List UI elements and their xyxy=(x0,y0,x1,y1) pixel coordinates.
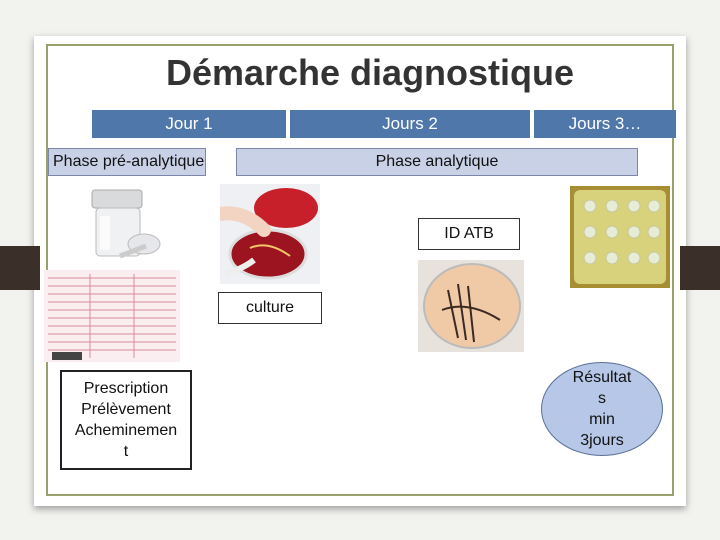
results-line-2: s xyxy=(597,390,606,407)
blood-agar-inoculation-photo xyxy=(220,184,320,284)
prescription-line-4: t xyxy=(123,443,129,460)
antibiogram-disk-plate-photo xyxy=(570,186,670,288)
culture-plate-photo xyxy=(418,260,524,352)
timeline-day-3: Jours 3… xyxy=(534,110,676,138)
id-atb-box: ID ATB xyxy=(418,218,520,250)
results-line-3: min xyxy=(589,411,615,428)
timeline-day-1: Jour 1 xyxy=(92,110,286,138)
prescription-form-image xyxy=(44,270,180,362)
decorative-tab-right xyxy=(680,246,720,290)
slide-title: Démarche diagnostique xyxy=(165,52,575,93)
prescription-box: Prescription Prélèvement Acheminemen t xyxy=(60,370,192,470)
culture-box: culture xyxy=(218,292,322,324)
decorative-tab-left xyxy=(0,246,40,290)
prescription-line-1: Prescription xyxy=(83,380,169,397)
prescription-line-3: Acheminemen xyxy=(74,422,178,439)
prescription-line-2: Prélèvement xyxy=(81,401,171,418)
phase-analytique: Phase analytique xyxy=(236,148,638,176)
results-line-1: Résultat xyxy=(572,369,632,386)
specimen-container-image xyxy=(80,186,168,264)
timeline-day-2: Jours 2 xyxy=(290,110,530,138)
results-ellipse: Résultat s min 3jours xyxy=(541,362,663,456)
results-line-4: 3jours xyxy=(580,432,624,449)
phase-pre-analytique: Phase pré-analytique xyxy=(48,148,206,176)
